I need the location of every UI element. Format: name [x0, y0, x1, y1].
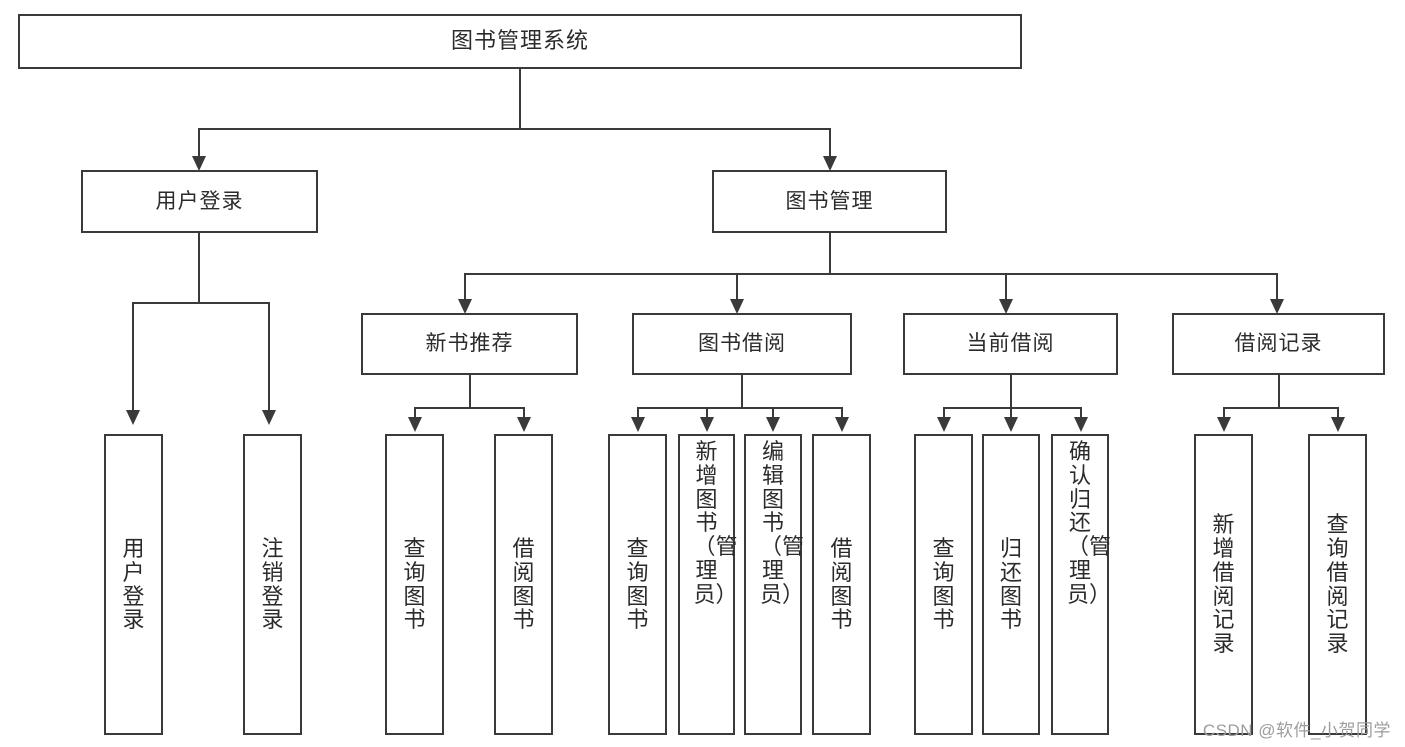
leaf-label: 查询图书 [626, 536, 649, 633]
arrow-rec-to-leaf-2 [1331, 417, 1345, 432]
leaf-current-return-books[interactable]: 归还图书 [982, 434, 1040, 735]
node-book-management-system[interactable]: 图书管理系统 [18, 14, 1022, 69]
leaf-label: 新增借阅记录 [1212, 512, 1235, 656]
connector-rec-to-leaf-2 [1337, 407, 1339, 419]
connector-new-rec-bar [414, 407, 524, 409]
connector-user-login-to-leaf-2 [268, 302, 270, 412]
leaf-user-login[interactable]: 用户登录 [104, 434, 163, 735]
leaf-label: 借阅图书 [512, 536, 535, 633]
leaf-label: 编辑图书（管理员） [760, 439, 805, 607]
connector-bw-to-leaf-1 [637, 407, 639, 419]
connector-root-to-book-manage [829, 128, 831, 160]
leaf-user-logout[interactable]: 注销登录 [243, 434, 302, 735]
arrow-user-login-to-leaf-1 [126, 410, 140, 425]
leaf-label: 查询借阅记录 [1326, 512, 1349, 656]
arrow-bw-to-leaf-4 [835, 417, 849, 432]
connector-current-stem [1010, 375, 1012, 408]
leaf-borrow-borrow-books[interactable]: 借阅图书 [812, 434, 871, 735]
connector-nr-to-leaf-1 [414, 407, 416, 419]
connector-bw-to-leaf-3 [772, 407, 774, 419]
leaf-new-rec-borrow-books[interactable]: 借阅图书 [494, 434, 553, 735]
arrow-rec-to-leaf-1 [1217, 417, 1231, 432]
connector-borrow-bar [637, 407, 842, 409]
connector-bm-to-record [1276, 273, 1278, 303]
connector-user-login-bar [132, 302, 268, 304]
node-label: 图书管理 [785, 189, 874, 213]
leaf-label: 注销登录 [261, 536, 284, 633]
node-current-borrowing[interactable]: 当前借阅 [903, 313, 1118, 375]
arrow-bw-to-leaf-1 [631, 417, 645, 432]
leaf-current-confirm-return-admin[interactable]: 确认归还（管理员） [1051, 434, 1112, 735]
node-label: 用户登录 [155, 189, 244, 213]
arrow-bm-to-record [1270, 299, 1284, 314]
connector-bm-to-current [1005, 273, 1007, 303]
arrow-cur-to-leaf-2 [1004, 417, 1018, 432]
connector-borrow-stem [741, 375, 743, 408]
leaf-label: 查询图书 [403, 536, 426, 633]
arrow-nr-to-leaf-1 [408, 417, 422, 432]
leaf-borrow-query-books[interactable]: 查询图书 [608, 434, 667, 735]
node-label: 当前借阅 [966, 332, 1055, 356]
leaf-record-query-record[interactable]: 查询借阅记录 [1308, 434, 1367, 735]
leaf-label: 确认归还（管理员） [1067, 439, 1112, 607]
arrow-bm-to-borrow [730, 299, 744, 314]
arrow-user-login-to-leaf-2 [262, 410, 276, 425]
node-label: 图书借阅 [698, 332, 786, 356]
arrow-root-to-user-login [192, 156, 206, 171]
connector-user-login-to-leaf-1 [132, 302, 134, 412]
node-book-management[interactable]: 图书管理 [712, 170, 947, 233]
arrow-bm-to-current [999, 299, 1013, 314]
connector-user-login-stem [198, 233, 200, 303]
leaf-new-rec-query-books[interactable]: 查询图书 [385, 434, 444, 735]
connector-bw-to-leaf-2 [706, 407, 708, 419]
csdn-watermark: CSDN @软件_小贺同学 [1202, 721, 1391, 740]
leaf-borrow-add-book-admin[interactable]: 新增图书（管理员） [678, 434, 738, 735]
leaf-borrow-edit-book-admin[interactable]: 编辑图书（管理员） [744, 434, 805, 735]
connector-book-manage-stem [829, 233, 831, 274]
connector-root-to-user-login [198, 128, 200, 160]
connector-rec-to-leaf-1 [1223, 407, 1225, 419]
arrow-cur-to-leaf-3 [1074, 417, 1088, 432]
connector-root-bar [198, 128, 830, 130]
leaf-label: 查询图书 [932, 536, 955, 633]
leaf-label: 借阅图书 [830, 536, 853, 633]
connector-cur-to-leaf-1 [943, 407, 945, 419]
connector-cur-to-leaf-2 [1010, 407, 1012, 419]
connector-book-manage-bar [464, 273, 1276, 275]
connector-bm-to-new-rec [464, 273, 466, 303]
arrow-bm-to-new-rec [458, 299, 472, 314]
connector-new-rec-stem [469, 375, 471, 408]
leaf-label: 归还图书 [999, 536, 1022, 633]
node-label: 借阅记录 [1234, 332, 1323, 356]
leaf-label: 用户登录 [122, 536, 145, 633]
connector-root-stem [519, 69, 521, 129]
node-new-book-recommendation[interactable]: 新书推荐 [361, 313, 578, 375]
connector-nr-to-leaf-2 [523, 407, 525, 419]
node-borrowing-record[interactable]: 借阅记录 [1172, 313, 1385, 375]
leaf-label: 新增图书（管理员） [693, 439, 738, 607]
connector-bw-to-leaf-4 [841, 407, 843, 419]
arrow-nr-to-leaf-2 [517, 417, 531, 432]
node-user-login[interactable]: 用户登录 [81, 170, 318, 233]
node-label: 图书管理系统 [450, 28, 589, 54]
connector-cur-to-leaf-3 [1080, 407, 1082, 419]
node-book-borrowing[interactable]: 图书借阅 [632, 313, 852, 375]
arrow-bw-to-leaf-3 [766, 417, 780, 432]
connector-record-stem [1278, 375, 1280, 408]
arrow-root-to-book-manage [823, 156, 837, 171]
leaf-current-query-books[interactable]: 查询图书 [914, 434, 973, 735]
connector-current-bar [943, 407, 1081, 409]
arrow-bw-to-leaf-2 [700, 417, 714, 432]
node-label: 新书推荐 [425, 332, 514, 356]
connector-bm-to-borrow [736, 273, 738, 303]
connector-record-bar [1223, 407, 1338, 409]
arrow-cur-to-leaf-1 [937, 417, 951, 432]
leaf-record-add-record[interactable]: 新增借阅记录 [1194, 434, 1253, 735]
